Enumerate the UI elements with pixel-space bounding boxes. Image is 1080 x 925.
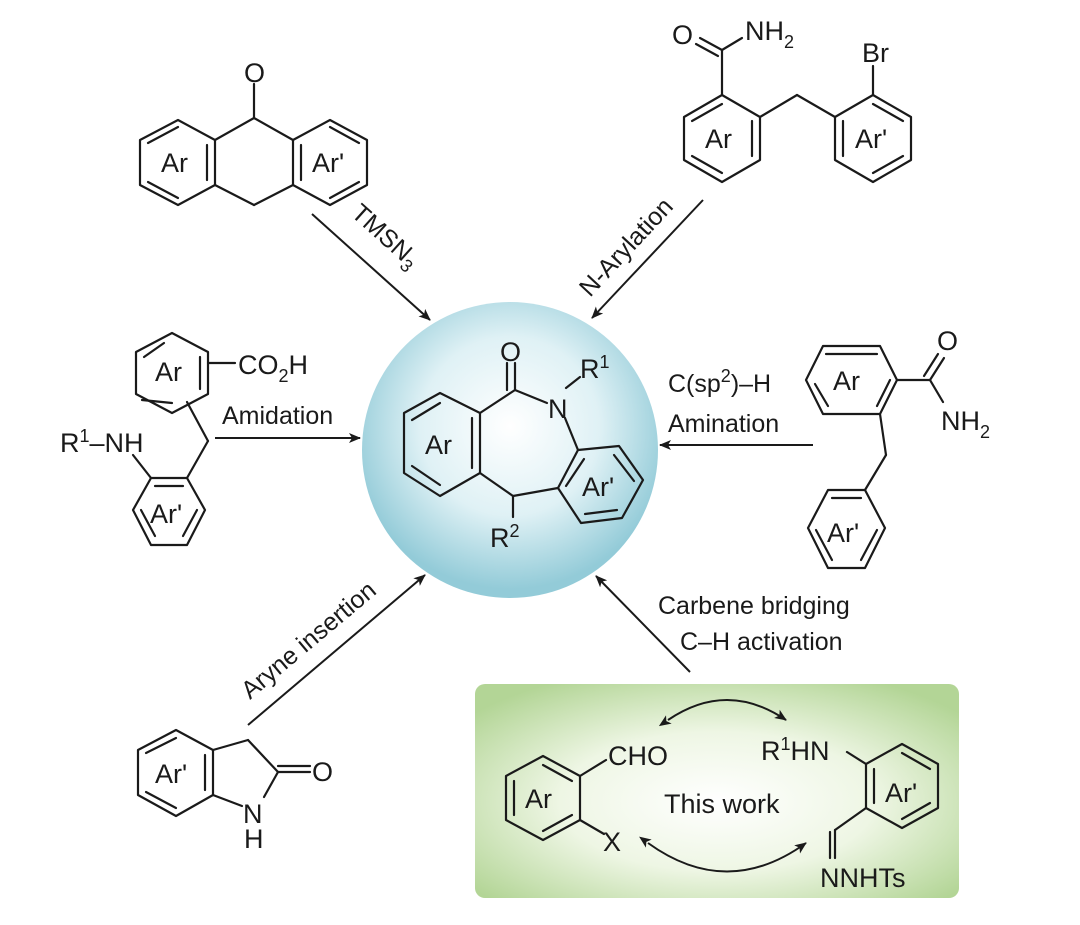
label-carbene-line2: C–H activation <box>680 628 843 656</box>
product-sphere <box>362 302 658 598</box>
label-amination-line1: C(sp2)–H <box>668 366 771 398</box>
substrate-n-arylation: O NH2 Br Ar Ar' <box>672 16 913 184</box>
arrow-aryne <box>247 574 426 726</box>
label-amidation: Amidation <box>222 402 333 430</box>
narylation-ring-ar: Ar <box>705 124 732 154</box>
label-carbene-line1: Carbene bridging <box>658 592 850 620</box>
substrate-anthrone: O Ar Ar' <box>138 58 369 207</box>
thiswork-nnhts: NNHTs <box>820 863 906 893</box>
substrate-amination: O NH2 Ar Ar' <box>804 326 990 570</box>
amidation-co2h: CO2H <box>238 350 308 386</box>
oxindole-o: O <box>312 757 333 787</box>
arrow-n-arylation <box>591 199 704 319</box>
label-amination-line2: Amination <box>668 410 779 438</box>
label-tmsn3: TMSN3 <box>343 199 424 277</box>
this-work-substrates: CHO X Ar R1HN NNHTs Ar' This work <box>504 699 940 893</box>
center-r2: R2 <box>490 521 520 553</box>
amination-ring-ar: Ar <box>833 366 860 396</box>
narylation-nh2: NH2 <box>745 16 794 52</box>
thiswork-ring-arp: Ar' <box>885 778 917 808</box>
substrate-amidation: CO2H R1–NH Ar Ar' <box>60 331 308 547</box>
thiswork-ring-ar: Ar <box>525 784 552 814</box>
narylation-br: Br <box>862 38 889 68</box>
arrow-tmsn3 <box>311 213 431 321</box>
center-ring-ar: Ar <box>425 430 452 460</box>
oxindole-n: N <box>243 799 263 829</box>
thiswork-r1hn: R1HN <box>761 734 830 766</box>
amination-ring-arp: Ar' <box>827 518 859 548</box>
thiswork-cho: CHO <box>608 741 668 771</box>
label-aryne: Aryne insertion <box>236 576 382 705</box>
center-n: N <box>548 394 568 424</box>
anthrone-o: O <box>244 58 265 88</box>
this-work-box <box>475 684 959 898</box>
center-product: O N R1 R2 Ar Ar' <box>402 337 645 553</box>
curved-arrow-top <box>658 699 787 727</box>
this-work-caption: This work <box>664 789 780 819</box>
anthrone-ring-arp: Ar' <box>312 148 344 178</box>
amidation-ring-ar: Ar <box>155 357 182 387</box>
oxindole-h: H <box>244 824 264 854</box>
center-r1: R1 <box>580 352 610 384</box>
label-n-arylation: N-Arylation <box>574 193 679 303</box>
arrow-carbene <box>595 575 691 673</box>
amidation-ring-arp: Ar' <box>150 499 182 529</box>
narylation-o: O <box>672 20 693 50</box>
amination-nh2: NH2 <box>941 406 990 442</box>
thiswork-x: X <box>603 827 621 857</box>
anthrone-ring-ar: Ar <box>161 148 188 178</box>
center-carbonyl-o: O <box>500 337 521 367</box>
amidation-r1nh: R1–NH <box>60 426 144 458</box>
oxindole-ring-arp: Ar' <box>155 759 187 789</box>
substrate-oxindole: O N H Ar' <box>136 728 333 854</box>
curved-arrow-bottom <box>639 836 807 873</box>
narylation-ring-arp: Ar' <box>855 124 887 154</box>
amination-o: O <box>937 326 958 356</box>
center-ring-arp: Ar' <box>582 472 614 502</box>
